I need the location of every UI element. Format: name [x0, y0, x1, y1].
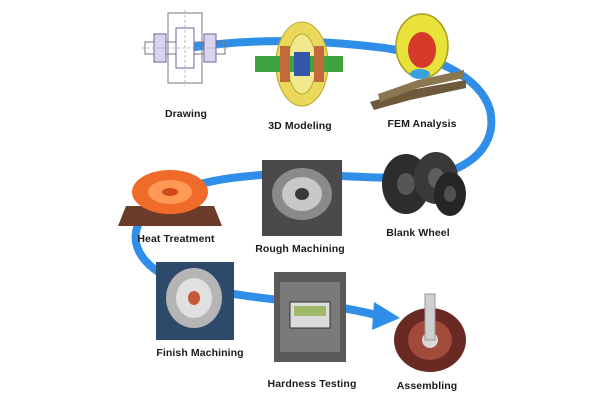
step-label-hardness-testing: Hardness Testing: [267, 378, 357, 390]
drawing-illustration: [142, 10, 228, 86]
step-label-fem-analysis: FEM Analysis: [387, 118, 457, 130]
assembling-illustration: [394, 293, 466, 372]
flow-arrowhead: [372, 302, 400, 330]
step-label-blank-wheel: Blank Wheel: [386, 227, 450, 239]
3d-model-illustration: [255, 21, 343, 107]
hardness-testing-illustration: [274, 272, 346, 362]
step-label-3d-modeling: 3D Modeling: [268, 120, 332, 132]
fem-analysis-illustration: [370, 13, 466, 110]
step-label-rough-machining: Rough Machining: [255, 243, 345, 255]
step-label-finish-machining: Finish Machining: [156, 347, 244, 359]
rough-machining-illustration: [262, 160, 342, 236]
step-label-heat-treatment: Heat Treatment: [137, 233, 215, 245]
step-label-drawing: Drawing: [164, 108, 208, 120]
heat-treatment-illustration: [118, 170, 222, 226]
finish-machining-illustration: [156, 262, 234, 340]
step-label-assembling: Assembling: [396, 380, 458, 392]
blank-wheel-illustration: [382, 152, 466, 216]
